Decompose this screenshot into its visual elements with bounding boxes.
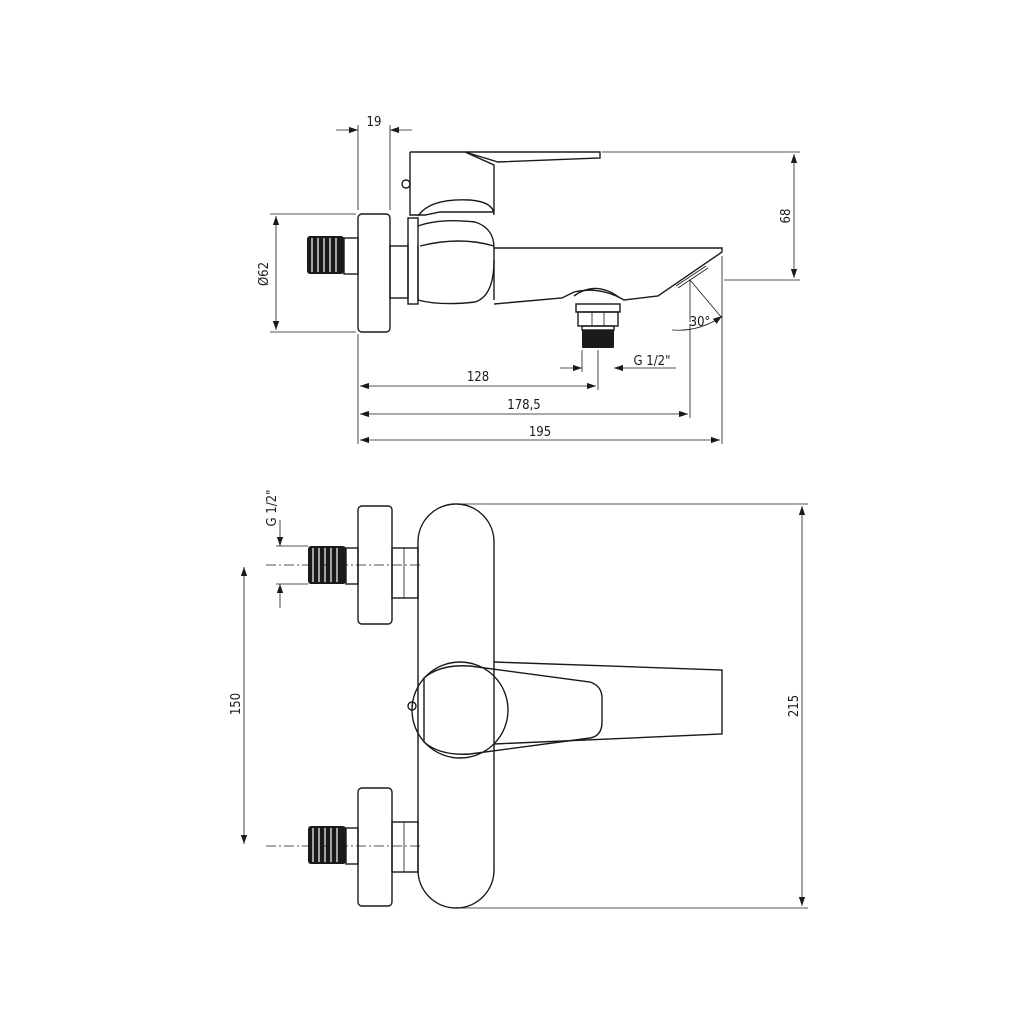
side-connector — [389, 217, 419, 305]
label-inlet-spacing: 150 — [229, 693, 244, 715]
side-inlet-fitting — [307, 236, 359, 275]
side-rosette — [357, 213, 391, 333]
label-overall-height: 215 — [787, 695, 802, 717]
dim-spout-angle: 30° — [671, 279, 723, 331]
dim-overall-height: 215 — [458, 503, 808, 909]
side-lever — [401, 151, 601, 217]
label-overall-length: 195 — [529, 425, 551, 440]
label-rosette-diameter: Ø62 — [257, 262, 272, 286]
front-handle — [407, 661, 723, 759]
dim-height: 68 — [602, 151, 800, 281]
dim-spout-length: 178,5 — [360, 398, 688, 418]
dim-inlet-thread: G 1/2" — [265, 490, 308, 608]
side-body — [417, 219, 495, 305]
label-inlet-thread: G 1/2" — [265, 490, 280, 527]
label-spout-length: 178,5 — [507, 398, 540, 413]
dim-wall-offset: 19 — [336, 115, 412, 210]
label-outlet-thread: G 1/2" — [634, 354, 671, 369]
front-view: G 1/2" 150 215 — [229, 490, 808, 909]
side-spout — [493, 247, 723, 305]
front-lower-inlet — [308, 787, 419, 907]
dim-outlet-thread: G 1/2" — [560, 350, 676, 372]
label-wall-offset: 19 — [367, 115, 382, 130]
label-height: 68 — [779, 209, 794, 224]
label-outlet-position: 128 — [467, 370, 489, 385]
side-outlet-fitting — [573, 287, 621, 348]
dim-rosette-diameter: Ø62 — [257, 213, 356, 333]
dim-overall-length: 195 — [360, 425, 720, 444]
side-view: 19 Ø62 68 30° — [257, 115, 800, 444]
front-body — [417, 503, 495, 909]
dim-inlet-spacing: 150 — [229, 567, 248, 844]
label-spout-angle: 30° — [690, 315, 711, 330]
dim-outlet-position: 128 — [360, 370, 596, 390]
